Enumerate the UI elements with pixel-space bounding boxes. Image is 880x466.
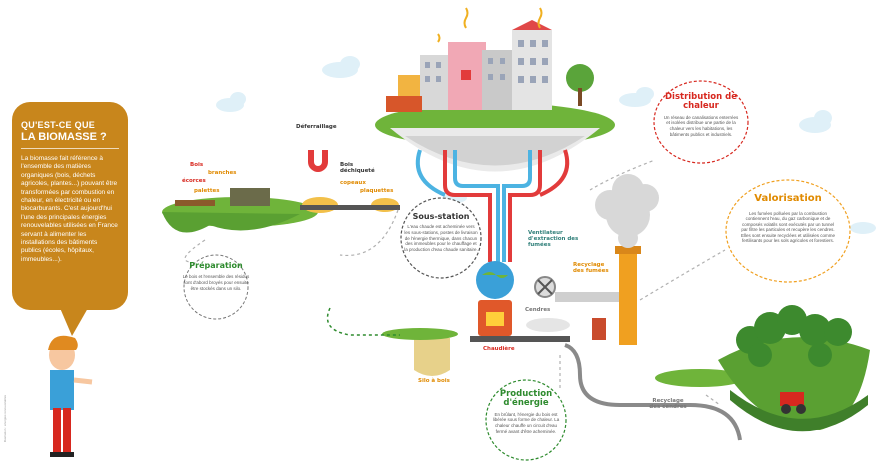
callout-preparation-title: Préparation xyxy=(189,261,243,270)
callout-sous-station-body: L'eau chaude est acheminée vers les sous… xyxy=(404,224,478,252)
info-panel: QU'EST-CE QUE LA BIOMASSE ? La biomasse … xyxy=(12,102,128,310)
forest-island xyxy=(718,305,870,432)
chimney-icon xyxy=(619,250,637,345)
callout-preparation-body: Le bois et l'ensemble des résidus sont d… xyxy=(182,274,250,291)
callout-distribution-body: Un réseau de canalisations enterrées et … xyxy=(663,114,739,137)
divider xyxy=(21,148,119,149)
callout-valorisation-frame xyxy=(725,179,851,283)
label-recyclage-cendres: Recyclage des cendres xyxy=(649,398,687,410)
callout-sous-station: Sous-station L'eau chaude est acheminée … xyxy=(404,212,478,252)
info-kicker: QU'EST-CE QUE xyxy=(21,120,96,130)
label-deferraillage: Déferraillage xyxy=(296,124,337,130)
label-branches: branches xyxy=(208,170,237,176)
globe-icon xyxy=(476,261,514,299)
cloud-icon xyxy=(216,56,876,234)
label-palettes: palettes xyxy=(194,188,220,194)
label-bois: Bois xyxy=(190,162,204,168)
callout-sous-station-title: Sous-station xyxy=(412,212,470,221)
label-bois-dechiquete: Bois déchiqueté xyxy=(340,162,375,174)
label-plaquettes: plaquettes xyxy=(360,188,394,194)
smoke-cloud xyxy=(595,174,659,248)
label-recyclage-fumees: Recyclage des fumées xyxy=(573,262,609,274)
silo-icon xyxy=(414,338,450,376)
callout-production-frame xyxy=(485,379,567,461)
city-island xyxy=(375,7,615,172)
callout-valorisation-body: Les fumées polluées par la combustion co… xyxy=(740,210,836,244)
mascot-character xyxy=(48,335,93,457)
callout-sous-station-frame xyxy=(400,197,482,279)
callout-preparation: Préparation Le bois et l'ensemble des ré… xyxy=(182,261,250,291)
pipe-network xyxy=(415,149,570,262)
info-body: La biomasse fait référence à l'ensemble … xyxy=(21,155,118,263)
label-copeaux: copeaux xyxy=(340,180,366,186)
callout-valorisation-title: Valorisation xyxy=(754,193,822,204)
callout-distribution-frame xyxy=(653,80,749,164)
label-silo: Silo à bois xyxy=(418,378,450,384)
callout-valorisation: Valorisation Les fumées polluées par la … xyxy=(740,193,836,244)
callout-production-title: Production d'énergie xyxy=(499,389,553,408)
footnote: Illustration : energies renouvelables xyxy=(3,395,7,443)
info-title: LA BIOMASSE ? xyxy=(21,131,107,143)
callout-production: Production d'énergie En brûlant, l'énerg… xyxy=(489,390,563,434)
label-ecorces: écorces xyxy=(182,178,206,184)
callout-distribution: Distribution de chaleur Un réseau de can… xyxy=(662,93,740,137)
callout-distribution-title: Distribution de chaleur xyxy=(664,92,737,111)
label-chaudiere: Chaudière xyxy=(483,346,515,352)
label-ventilateur: Ventilateur d'extraction des fumées xyxy=(528,230,579,248)
magnet-icon xyxy=(308,150,328,172)
label-cendres: Cendres xyxy=(525,307,551,313)
callout-preparation-frame xyxy=(183,254,249,320)
callout-production-body: En brûlant, l'énergie du bois est libéré… xyxy=(492,411,560,434)
wood-island xyxy=(162,188,400,233)
